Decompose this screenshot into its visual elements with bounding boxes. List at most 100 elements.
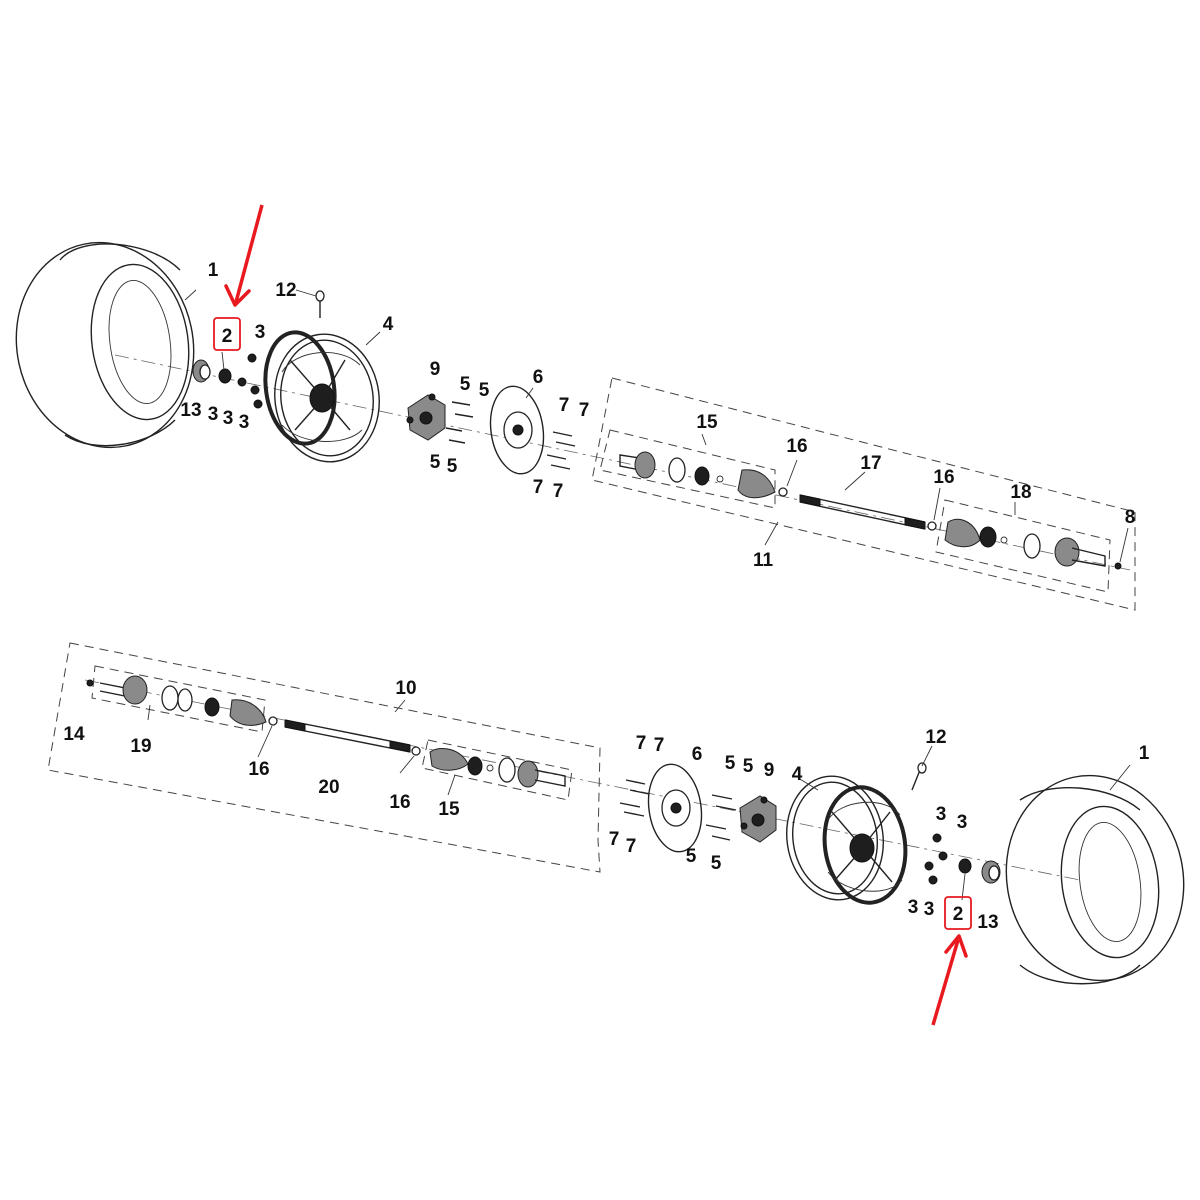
bottom-cv-boot-b	[411, 746, 421, 756]
callout-top-washer-a: 3	[255, 322, 266, 343]
callout-bottom-shaft-assembly: 10	[395, 678, 416, 699]
callout-top-disc-bolt-d: 7	[553, 481, 564, 502]
callout-top-cap: 13	[180, 400, 201, 421]
callout-top-disc-bolt-b: 7	[579, 400, 590, 421]
top-cv-joint-b	[944, 518, 1106, 567]
top-hub-cap	[192, 359, 211, 383]
top-valve-stem	[315, 290, 325, 318]
callout-bottom-washer-a: 3	[936, 804, 947, 825]
callout-bottom-bolt-a: 5	[725, 753, 736, 774]
top-hub	[406, 393, 446, 441]
bottom-valve-stem	[911, 762, 927, 791]
callout-bottom-cap: 13	[977, 912, 998, 933]
top-hub-bolts	[445, 401, 474, 444]
callout-bottom-washer-d: 3	[924, 899, 935, 920]
callout-top-disc-bolt-c: 7	[533, 477, 544, 498]
top-joint-kit-outline-b	[935, 499, 1111, 593]
callout-top-shaft-assembly: 11	[753, 550, 774, 571]
callout-bottom-disc-bolt-a: 7	[636, 733, 647, 754]
top-assembly	[15, 241, 1136, 611]
callout-top-bolt-a: 5	[460, 374, 471, 395]
callout-bottom-tire: 1	[1139, 743, 1150, 764]
top-axle-shaft	[799, 494, 926, 530]
top-callouts: 1 2 3 3 3 3 13 12 4 9 5 5 5 5 6 7 7 7 7 …	[180, 260, 1135, 571]
callout-top-washer-d: 3	[239, 412, 250, 433]
top-red-arrow	[224, 204, 264, 307]
callout-top-joint-kit-b: 18	[1010, 482, 1031, 503]
callout-top-tire: 1	[208, 260, 219, 281]
bottom-axle-nut	[958, 858, 972, 874]
top-joint-kit-outline-a	[599, 429, 776, 509]
callout-top-disc-bolt-a: 7	[559, 395, 570, 416]
callout-top-disc: 6	[533, 367, 544, 388]
top-rim	[263, 330, 380, 463]
bottom-joint-kit-outline-b	[421, 739, 573, 801]
callout-bottom-joint-kit-b: 19	[130, 736, 151, 757]
bottom-red-arrow	[931, 934, 968, 1026]
callout-bottom-rim: 4	[792, 764, 803, 785]
callout-top-washer-c: 3	[223, 408, 234, 429]
callout-top-clip: 8	[1125, 507, 1136, 528]
bottom-hub-cap	[981, 860, 1001, 884]
callout-top-hub: 9	[430, 359, 441, 380]
callout-top-boot-b: 16	[933, 467, 954, 488]
callout-bottom-boot-a: 16	[248, 759, 269, 780]
bottom-assembly	[47, 642, 1185, 985]
callout-bottom-clip: 14	[63, 724, 85, 745]
bottom-cv-joint-b	[429, 748, 566, 788]
bottom-hub	[739, 795, 777, 843]
callout-top-bolt-d: 5	[447, 456, 458, 477]
bottom-rim	[785, 775, 908, 905]
callout-top-bolt-c: 5	[430, 452, 441, 473]
leader-lines	[147, 289, 1131, 901]
callout-bottom-joint-kit-a: 15	[438, 799, 460, 820]
top-lug-nuts	[237, 353, 263, 409]
top-retaining-clip	[1114, 562, 1122, 570]
bottom-hub-bolts	[705, 794, 737, 841]
callout-bottom-disc-bolt-c: 7	[609, 829, 620, 850]
bottom-shaft-assembly-outline	[47, 642, 601, 873]
callout-bottom-disc-bolt-b: 7	[654, 735, 665, 756]
callout-top-washer-b: 3	[208, 404, 219, 425]
bottom-axle-shaft	[284, 719, 411, 753]
bottom-retaining-clip	[86, 679, 94, 687]
callout-bottom-nut: 2	[953, 904, 964, 925]
bottom-disc-bolts	[619, 779, 650, 817]
callout-top-rim: 4	[383, 314, 394, 335]
callout-bottom-washer-c: 3	[908, 897, 919, 918]
bottom-highlight-box	[944, 896, 972, 930]
bottom-cv-joint-a	[99, 675, 267, 726]
top-cv-boot-b	[927, 521, 937, 531]
callout-bottom-bolt-d: 5	[711, 853, 722, 874]
callout-top-nut: 2	[222, 326, 233, 347]
top-cv-joint-a	[619, 451, 776, 499]
bottom-brake-disc	[647, 763, 703, 853]
top-shaft-assembly-outline	[591, 377, 1136, 611]
callout-top-bolt-b: 5	[479, 380, 490, 401]
callout-top-shaft: 17	[860, 453, 881, 474]
top-highlight-box	[213, 317, 241, 351]
callout-bottom-disc-bolt-d: 7	[626, 836, 637, 857]
callout-top-valve: 12	[275, 280, 296, 301]
top-brake-disc	[489, 385, 545, 475]
callout-bottom-washer-b: 3	[957, 812, 968, 833]
callout-bottom-disc: 6	[692, 744, 703, 765]
bottom-tire	[1005, 774, 1185, 985]
callout-bottom-bolt-b: 5	[743, 756, 754, 777]
callout-bottom-valve: 12	[925, 727, 946, 748]
callout-top-boot-a: 16	[786, 436, 807, 457]
bottom-callouts: 10 14 19 16 20 16 15 7 7 7 7 6 5 5 5 5 9…	[63, 678, 1149, 933]
callout-top-joint-kit-a: 15	[696, 412, 718, 433]
top-cv-boot-a	[778, 487, 788, 497]
bottom-lug-nuts	[924, 833, 948, 885]
top-tire	[15, 241, 195, 449]
top-disc-bolts	[546, 431, 576, 470]
callout-bottom-shaft: 20	[318, 777, 339, 798]
callout-bottom-boot-b: 16	[389, 792, 410, 813]
top-axle-nut	[218, 368, 232, 384]
callout-bottom-hub: 9	[764, 760, 775, 781]
callout-bottom-bolt-c: 5	[686, 846, 697, 867]
bottom-cv-boot-a	[268, 716, 278, 726]
